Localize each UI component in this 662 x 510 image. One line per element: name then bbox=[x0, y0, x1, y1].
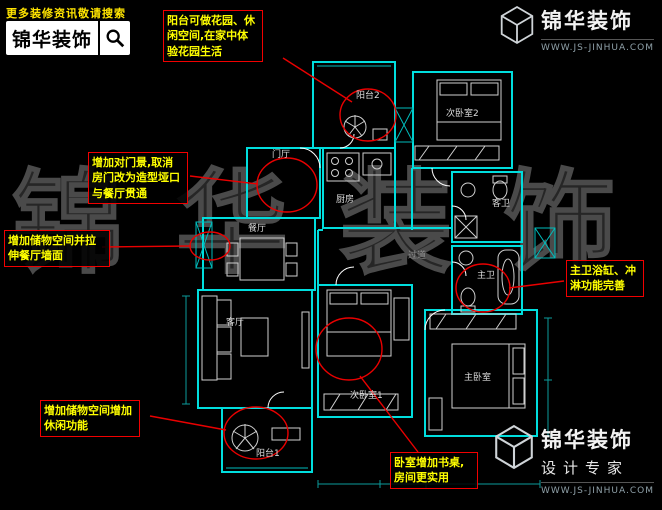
brand-block-bottom: 锦华装饰 设计专家 WWW.JS-JINHUA.COM bbox=[493, 424, 654, 496]
annotation-bedroom-desk: 卧室增加书桌,房间更实用 bbox=[390, 452, 478, 489]
logo-text: 锦华装饰 bbox=[12, 28, 93, 51]
room-label-balcony-1: 阳台1 bbox=[256, 449, 280, 459]
leader-line bbox=[282, 57, 353, 103]
room-label-kitchen: 厨房 bbox=[336, 195, 355, 205]
annotation-master-bath-upgrade: 主卫浴缸、冲淋功能完善 bbox=[566, 260, 644, 297]
floorplan-walls bbox=[197, 61, 538, 473]
leader-line bbox=[189, 175, 259, 185]
room-label-dining: 餐厅 bbox=[248, 224, 267, 234]
highlight-balcony1 bbox=[223, 406, 289, 460]
annotation-highlights bbox=[101, 57, 565, 460]
brand-tagline: 设计专家 bbox=[540, 459, 629, 477]
room-label-foyer: 门厅 bbox=[272, 150, 291, 160]
floorplan-furniture bbox=[201, 79, 526, 452]
room-label-balcony-2: 阳台2 bbox=[356, 91, 380, 101]
annotation-storage-dining: 增加储物空间并拉伸餐厅墙面 bbox=[4, 230, 110, 267]
room-label-guest-bath: 客卫 bbox=[492, 199, 511, 209]
brand-name: 锦华装饰 bbox=[540, 428, 633, 452]
annotation-balcony-garden: 阳台可做花园、休闲空间,在家中体验花园生活 bbox=[163, 10, 263, 63]
jinhua-logo: 锦华装饰 bbox=[6, 21, 131, 55]
room-label-bedroom-1: 次卧室1 bbox=[350, 391, 383, 401]
leader-line bbox=[101, 245, 192, 248]
floorplan-details bbox=[195, 65, 556, 469]
cube-logo-icon bbox=[495, 424, 533, 470]
annotation-door-view: 增加对门景,取消房门改为造型垭口与餐厅贯通 bbox=[88, 152, 188, 205]
brand-name: 锦华装饰 bbox=[540, 9, 633, 33]
room-label-master-bath: 主卫 bbox=[477, 271, 496, 281]
brand-url: WWW.JS-JINHUA.COM bbox=[540, 482, 654, 496]
highlight-balcony2 bbox=[339, 88, 397, 142]
room-label-bedroom-2: 次卧室2 bbox=[446, 109, 479, 119]
brand-block-top: 锦华装饰 WWW.JS-JINHUA.COM bbox=[499, 5, 654, 53]
room-label-master-bedroom: 主卧室 bbox=[464, 373, 492, 383]
room-label-living: 客厅 bbox=[226, 318, 245, 328]
cube-logo-icon bbox=[500, 5, 534, 45]
annotation-storage-leisure: 增加储物空间增加休闲功能 bbox=[40, 400, 140, 437]
leader-line bbox=[508, 280, 565, 289]
brand-url: WWW.JS-JINHUA.COM bbox=[540, 39, 654, 53]
highlight-bedroom1 bbox=[315, 317, 383, 381]
magnifier-icon bbox=[98, 21, 130, 55]
highlight-foyer bbox=[256, 157, 318, 213]
leader-line bbox=[149, 415, 227, 431]
room-label-hallway: 过道 bbox=[408, 251, 427, 261]
floorplan-doors bbox=[267, 133, 467, 409]
site-tagline: 更多装修资讯敬请搜索 bbox=[6, 7, 126, 20]
leader-line bbox=[359, 375, 419, 453]
